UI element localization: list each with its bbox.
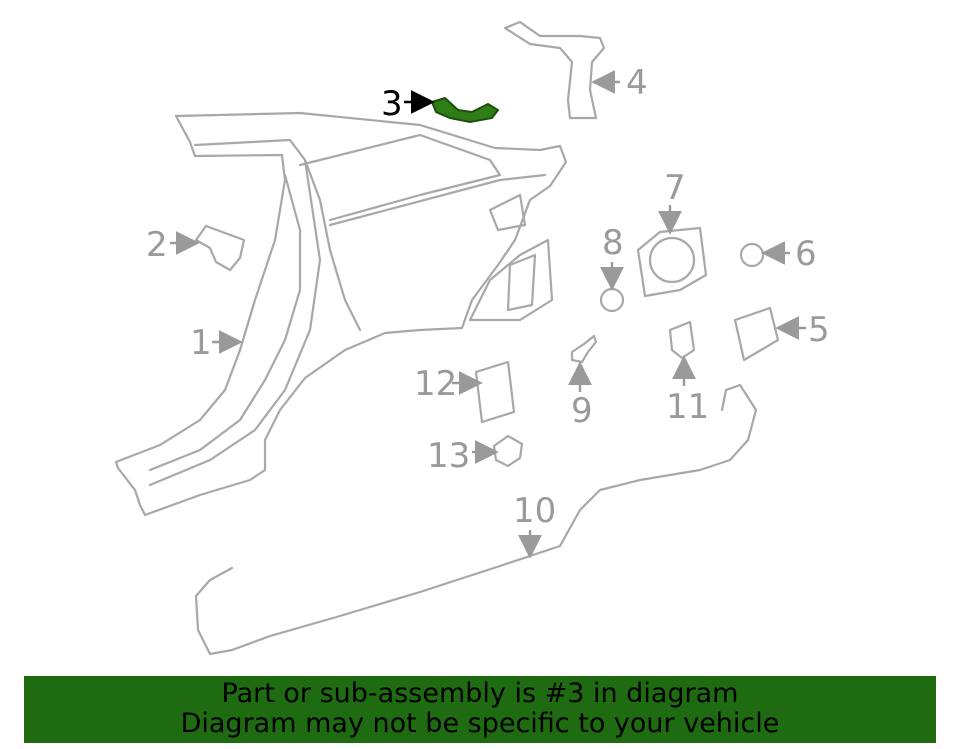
screw-part-9 bbox=[570, 334, 598, 364]
highlighted-part-3 bbox=[430, 96, 500, 124]
actuator-part-11 bbox=[668, 320, 696, 360]
callout-10: 10 bbox=[513, 491, 556, 531]
callout-arrows bbox=[170, 70, 806, 559]
parts-diagram: 1 2 3 4 5 6 7 8 9 10 11 12 13 bbox=[114, 20, 830, 656]
fuel-door-part-5 bbox=[733, 306, 780, 362]
callout-2: 2 bbox=[146, 225, 168, 265]
callout-1: 1 bbox=[190, 323, 212, 363]
callout-5: 5 bbox=[808, 310, 830, 350]
callout-7: 7 bbox=[664, 168, 686, 208]
callout-9: 9 bbox=[571, 391, 593, 431]
callout-6: 6 bbox=[795, 234, 817, 274]
bracket-part-2 bbox=[194, 224, 246, 272]
callout-11: 11 bbox=[666, 387, 709, 427]
quarter-panel-part bbox=[114, 111, 568, 517]
banner-line-2: Diagram may not be specific to your vehi… bbox=[180, 708, 780, 739]
callout-12: 12 bbox=[414, 364, 457, 404]
grommet-part-8 bbox=[599, 287, 625, 313]
bracket-part-12 bbox=[474, 360, 516, 424]
info-banner: Part or sub-assembly is #3 in diagram Di… bbox=[24, 676, 936, 743]
banner-line-1: Part or sub-assembly is #3 in diagram bbox=[221, 678, 739, 709]
callout-13: 13 bbox=[427, 436, 470, 476]
callout-4: 4 bbox=[626, 63, 648, 103]
hinge-bracket-part-4 bbox=[503, 20, 606, 120]
release-cable-part-10 bbox=[194, 383, 758, 656]
fuel-housing-part-7 bbox=[636, 226, 708, 298]
grommet-part-13 bbox=[492, 434, 524, 468]
callout-8: 8 bbox=[602, 223, 624, 263]
callout-3: 3 bbox=[381, 84, 403, 124]
clip-part-6 bbox=[739, 242, 765, 268]
